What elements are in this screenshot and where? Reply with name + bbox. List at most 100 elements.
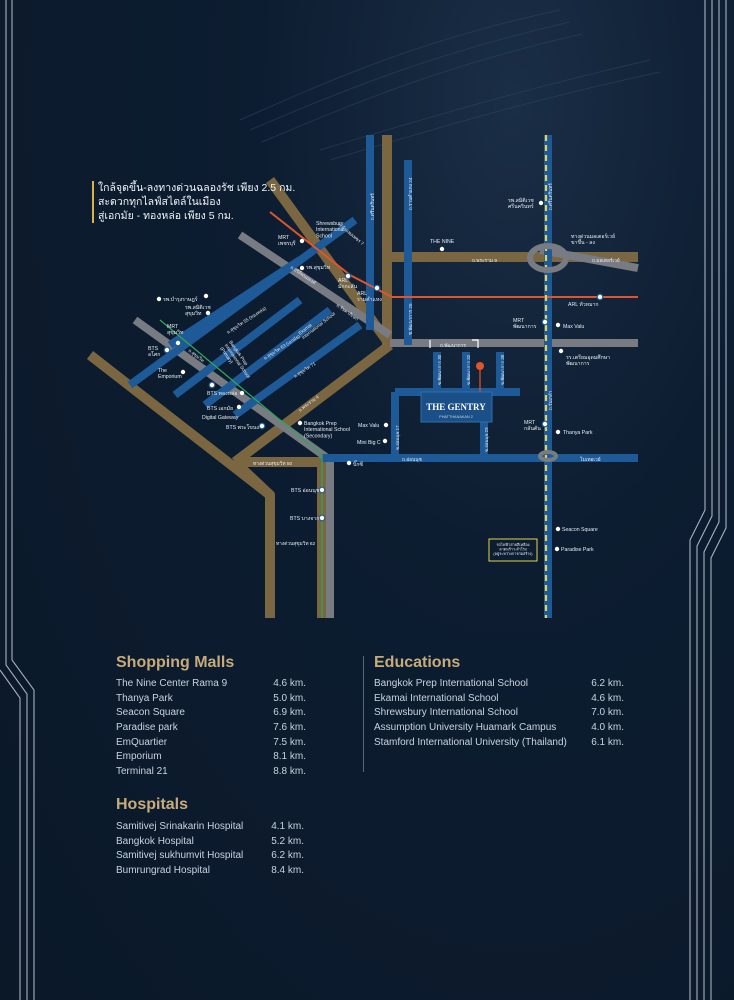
list-item-name: Terminal 21	[116, 766, 168, 778]
project-name: THE GENTRY	[426, 402, 486, 412]
list-item-distance: 8.4 km.	[271, 865, 304, 877]
map-label-expressway-exit: ทางด่วนมอเตอร์เวย์ขาขึ้น - ลง	[571, 233, 615, 246]
map-label-pattanakarn-30: ซ.พัฒนาการ 30	[437, 354, 442, 385]
list-item-name: Ekamai International School	[374, 692, 499, 704]
map-label-hospital-rama9: รพ.สุขุมวิท	[306, 264, 331, 271]
map-label-motorway-sign: โมเทอเวย์	[580, 456, 601, 463]
map-label-pattanakarn-32: ซ.พัฒนาการ 32	[466, 354, 471, 385]
list-item-name: Samitivej Srinakarin Hospital	[116, 821, 244, 832]
map-label-pattanakarn-25: ซ.พัฒนาการ 25	[407, 303, 413, 335]
map-label-expressway-sukhumvit62: ทางด่วนสุขุมวิท 62	[276, 541, 316, 547]
shopping-title: Shopping Malls	[116, 654, 235, 671]
project-pin-icon	[476, 362, 484, 370]
column-divider	[363, 656, 364, 772]
list-item-distance: 4.6 km.	[591, 692, 624, 704]
list-item: Terminal 21 8.8 km.	[116, 765, 306, 780]
list-item-distance: 4.1 km.	[271, 821, 304, 832]
interchange-motorway	[527, 243, 569, 273]
list-item: The Nine Center Rama 9 4.6 km.	[116, 677, 306, 692]
map-label-bts-onnut: BTS อ่อนนุช	[291, 488, 320, 494]
poi-dots	[156, 200, 564, 552]
list-item-distance: 7.0 km.	[591, 707, 624, 719]
map-label-motorway: ถ.มอเตอร์เวย์	[592, 257, 620, 264]
list-item-name: EmQuartier	[116, 736, 168, 748]
list-item-distance: 4.0 km.	[591, 722, 624, 734]
hospitals-title: Hospitals	[116, 796, 189, 813]
list-item-name: Bangkok Hospital	[116, 835, 194, 847]
road-motorway-gray	[539, 246, 639, 272]
map-label-onnut-29: ซ.อ่อนนุช 29	[484, 427, 490, 452]
educations-title: Educations	[374, 654, 461, 671]
list-item-distance: 6.2 km.	[271, 850, 304, 862]
road-rama4	[231, 341, 394, 466]
list-item-distance: 4.6 km.	[273, 678, 306, 689]
bracket-marks	[429, 339, 479, 348]
future-line-sign	[488, 538, 538, 562]
list-item-name: The Nine Center Rama 9	[116, 678, 228, 689]
hospitals-list: Samitivej Srinakarin Hospital 4.1 km. Bang…	[116, 820, 304, 879]
road-blue-diag-1	[127, 216, 358, 389]
map-label-pattanakarn-38: ซ.พัฒนาการ 38	[500, 354, 505, 385]
map-label-future-line: รถไฟฟ้าสายสีเหลืองลาดพร้าว-สำโรง(อยู่ระห…	[493, 542, 533, 556]
map-label-samitivej-srinakarin: รพ.สมิติเวชศรีนครินทร์	[508, 197, 534, 210]
rail-orange-arl	[269, 211, 638, 298]
map-label-max-value-mid: Max Valu	[358, 423, 379, 429]
map-label-bigc: บิ๊กซี	[353, 460, 363, 468]
list-item-name: Stamford International University (Thail…	[374, 736, 567, 748]
rail-green-bts	[159, 319, 323, 618]
map-label-max-value-top: Max Valu	[563, 324, 584, 330]
list-item-name: Bangkok Prep International School	[374, 678, 528, 689]
list-item-name: Bumrungrad Hospital	[116, 865, 210, 877]
list-item-distance: 8.8 km.	[273, 766, 306, 778]
map-label-rama9-rd: ถ.พระราม 9	[472, 258, 497, 264]
list-item-distance: 6.1 km.	[591, 736, 624, 748]
map-label-bts-phrakhanong: BTS พระโขนง	[226, 424, 259, 431]
project-box	[420, 391, 493, 423]
list-item: Shrewsbury International School 7.0 km.	[374, 706, 624, 721]
road-blue-diag-3	[202, 306, 333, 409]
list-item: Bumrungrad Hospital 8.4 km.	[116, 864, 304, 879]
map-label-ramintra: ถ.ร่มเกล้า	[548, 390, 553, 410]
list-item-distance: 6.9 km.	[273, 707, 306, 719]
intro-line: ใกล้จุดขึ้น-ลงทางด่วนฉลองรัช เพียง 2.5 ก…	[98, 182, 296, 194]
road-blue-sukh55	[167, 256, 303, 349]
road-expressway-lower	[231, 458, 274, 499]
map-label-paradise-park-map: Paradise Park	[561, 547, 594, 553]
map-label-srinakarin-2: ถ.ศรีนครินทร์	[547, 183, 553, 210]
map-label-bts-ekkamai: BTS เอกมัย	[207, 405, 233, 412]
map-label-triam-school: รร.เตรียมอุดมศึกษาพัฒนาการ	[566, 354, 610, 367]
road-blue-diag-2	[172, 296, 303, 399]
list-item-name: Paradise park	[116, 722, 178, 734]
map-label-mini-bigc: Mini Big C	[357, 440, 381, 446]
map-label-the-nine: THE NINE	[430, 239, 455, 245]
list-item-distance: 5.0 km.	[273, 692, 306, 704]
list-item-name: Shrewsbury International School	[374, 707, 518, 719]
map-label-sukhumvit-63: ถ.สุขุมวิท 63 (เอกมัย)	[262, 333, 302, 362]
intro-line: สู่เอกมัย - ทองหล่อ เพียง 5 กม.	[98, 210, 234, 222]
intro-caption: ใกล้จุดขึ้น-ลงทางด่วนฉลองรัช เพียง 2.5 ก…	[92, 181, 328, 223]
list-item-distance: 8.1 km.	[273, 751, 306, 763]
list-item: Samitivej Srinakarin Hospital 4.1 km.	[116, 820, 304, 835]
shopping-list: The Nine Center Rama 9 4.6 km. Thanya Park…	[116, 677, 306, 780]
list-item: Stamford International University (Thail…	[374, 736, 624, 751]
map-label-seacon-square-map: Seacon Square	[562, 527, 598, 533]
